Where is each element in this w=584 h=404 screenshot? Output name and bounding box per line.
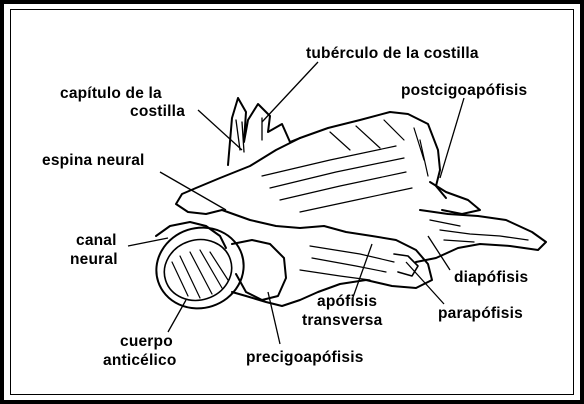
neural-spine-shape [176,138,300,214]
label-capitulo-line1: capítulo de la [60,85,162,102]
label-cuerpo-line1: cuerpo [120,333,173,350]
label-diapofisis: diapófisis [454,269,528,286]
label-cuerpo-line2: anticélico [103,352,177,369]
leader-tuberculo [262,62,318,122]
leader-parapofisis [406,262,444,304]
transverse-process-shape [416,210,546,262]
leader-cuerpo [168,300,186,332]
postzygapophysis-shape [430,182,480,214]
labels: tubérculo de la costilla capítulo de la … [42,45,528,369]
label-apofisis-line2: transversa [302,312,383,329]
rib-head-shape [228,98,300,165]
label-postcigo: postcigoapófisis [401,82,527,99]
label-parapofisis: parapófisis [438,305,523,322]
vertebra-drawing [146,98,546,320]
parapophysis-shape [394,254,418,276]
leader-capitulo [198,110,242,150]
centrum-face-hatching [172,250,228,298]
label-precigo: precigoapófisis [246,349,364,366]
rib-head-shading [236,118,262,152]
leader-espina [160,172,226,210]
label-capitulo-line2: costilla [130,103,185,120]
label-canal-line2: neural [70,251,118,268]
label-tuberculo: tubérculo de la costilla [306,45,479,62]
label-apofisis-line1: apófisis [317,293,377,310]
centrum-outline [222,210,432,306]
leader-apofisis [352,244,372,300]
label-espina: espina neural [42,152,145,169]
leader-canal [128,238,168,246]
label-canal-line1: canal [76,232,117,249]
leader-precigo [268,292,280,344]
neural-arch-outline [300,112,446,198]
leader-postcigo [440,98,464,178]
